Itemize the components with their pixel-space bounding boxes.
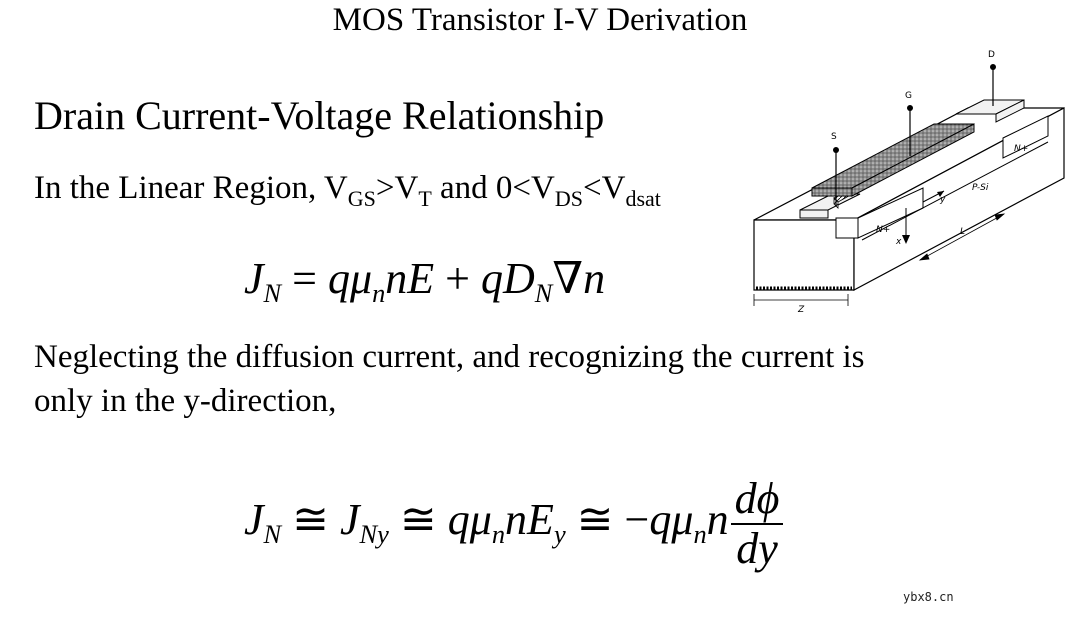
eq2-mu1: μ (469, 495, 492, 544)
source-terminal (833, 147, 839, 153)
drain-terminal (990, 64, 996, 70)
region-sub-dsat: dsat (625, 186, 661, 211)
eq1-mu: μ (349, 254, 373, 303)
z-dimension (753, 294, 849, 306)
label-n-right: N+ (1014, 144, 1028, 154)
eq2-j1: J (244, 495, 264, 544)
region-prefix: In the Linear Region, V (34, 170, 348, 206)
label-s: S (831, 132, 837, 142)
region-and: and 0<V (431, 170, 555, 206)
drain-region (1002, 115, 1049, 159)
eq1-plus: + (434, 254, 481, 303)
label-p-si: P-Si (972, 183, 989, 193)
eq2-approx-1: ≅ (281, 495, 341, 544)
eq2-minus: − (624, 495, 650, 544)
fraction-numerator: dϕ (734, 473, 780, 523)
paragraph-line-2: only in the y-direction, (34, 383, 337, 419)
eq2-j1-sub: N (263, 519, 282, 550)
region-sub-gs: GS (347, 186, 376, 211)
eq1-mu-sub: n (372, 278, 386, 309)
label-n-left: N+ (876, 225, 890, 235)
slide-subtitle: Drain Current-Voltage Relationship (34, 93, 605, 138)
region-sub-t: T (418, 186, 432, 211)
mos-transistor-diagram: S G D N+ N+ P-Si y x L Z (753, 50, 1065, 315)
x-axis-arrow (902, 208, 910, 244)
drain-contact (955, 99, 1025, 123)
eq2-mu2: μ (671, 495, 694, 544)
fraction-denominator: dy (736, 523, 778, 573)
slide-title: MOS Transistor I-V Derivation (332, 2, 748, 38)
eq2-mu1-sub: n (491, 519, 506, 550)
eq1-j: J (244, 254, 264, 303)
region-sub-ds: DS (554, 186, 583, 211)
eq2-approx-3: ≅ (565, 495, 625, 544)
gate-terminal (907, 105, 913, 111)
eq1-ne: nE (385, 254, 435, 303)
label-y: y (939, 195, 946, 205)
eq2-ne: nE (505, 495, 554, 544)
eq1-nabla: ∇ (552, 254, 584, 303)
eq1-qd: qD (480, 254, 535, 303)
fraction-bar (730, 522, 784, 525)
label-x: x (895, 237, 902, 247)
eq2-mu2-sub: n (693, 519, 707, 550)
watermark: ybx8.cn (903, 590, 954, 604)
eq2-j2: J (340, 495, 360, 544)
paragraph-line-1: Neglecting the diffusion current, and re… (34, 339, 865, 375)
eq1-d-sub: N (534, 278, 553, 309)
label-z: Z (797, 305, 805, 315)
eq2-e-sub: y (553, 519, 566, 550)
eq1-q: q (327, 254, 350, 303)
l-dimension (918, 213, 1006, 261)
region-lt: <V (582, 170, 626, 206)
current-density-equation: JN = qμnnE + qDN∇n (244, 253, 606, 309)
label-l: L (960, 227, 965, 237)
eq2-q1: q (447, 495, 470, 544)
eq1-equals: = (281, 254, 328, 303)
label-d: D (988, 50, 995, 60)
eq2-j2-sub: Ny (359, 519, 389, 550)
eq2-approx-2: ≅ (388, 495, 448, 544)
eq1-n: n (583, 254, 606, 303)
eq2-q2: q (649, 495, 672, 544)
eq1-j-sub: N (263, 278, 282, 309)
linear-region-condition: In the Linear Region, VGS>VT and 0<VDS<V… (34, 168, 661, 211)
eq2-n: n (706, 495, 729, 544)
gate-electrode (811, 123, 975, 197)
channel-line (861, 141, 1049, 241)
y-axis-arrow (922, 190, 945, 203)
region-gt: >V (375, 170, 419, 206)
label-g: G (905, 91, 912, 101)
